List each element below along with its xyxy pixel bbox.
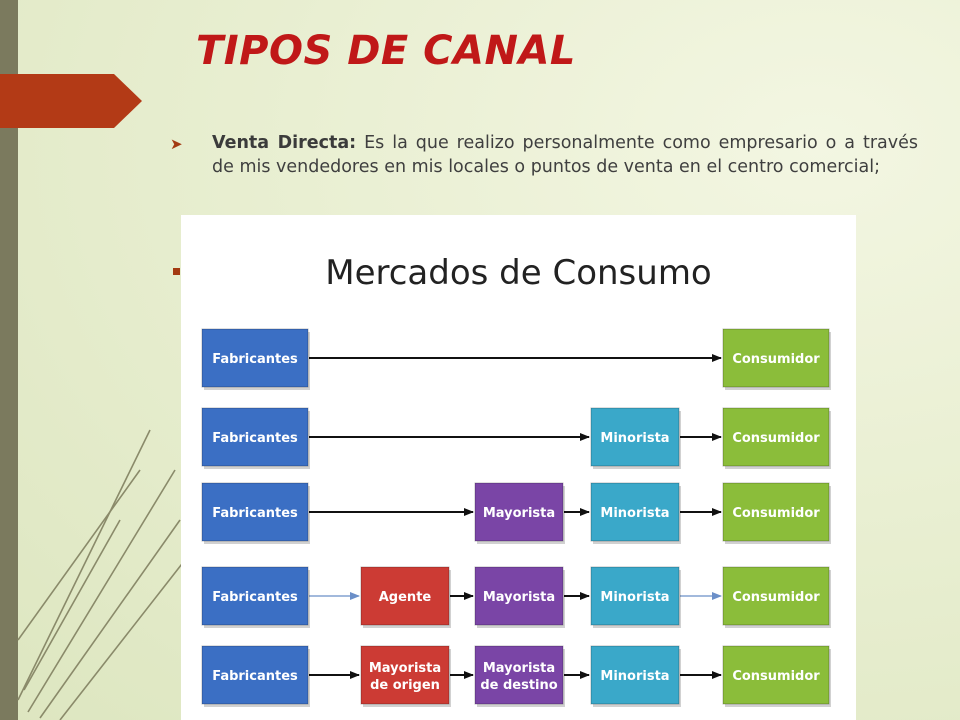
node-box [590, 407, 680, 467]
node-label: Mayorista [483, 590, 555, 605]
node-consumidor-row5: Consumidor [722, 645, 831, 707]
node-box [201, 328, 309, 388]
node-minorista-row3: Minorista [590, 482, 681, 544]
node-label: de origen [370, 678, 440, 693]
node-consumidor-row1: Consumidor [722, 328, 831, 390]
node-minorista-row5: Minorista [590, 645, 681, 707]
node-mayorista-row3: Mayorista [474, 482, 565, 544]
diagram-title: Mercados de Consumo [325, 253, 712, 293]
node-box [201, 407, 309, 467]
node-box [360, 566, 450, 626]
venta-directa-text: Es la que realizo personalmente como emp… [212, 133, 918, 177]
bullet-square-icon [173, 268, 180, 275]
node-box [722, 566, 830, 626]
node-box [201, 645, 309, 705]
node-fabricantes-row5: Fabricantes [201, 645, 310, 707]
node-label: Minorista [600, 590, 669, 605]
node-box [590, 482, 680, 542]
node-box [474, 645, 564, 705]
node-box [722, 407, 830, 467]
node-consumidor-row3: Consumidor [722, 482, 831, 544]
slide-title: TIPOS DE CANAL [196, 28, 576, 74]
node-box [722, 482, 830, 542]
node-label: Mayorista [483, 661, 555, 676]
node-label: Minorista [600, 506, 669, 521]
node-box [360, 645, 450, 705]
node-mayorista-de-destino-row5: Mayorista de destino [474, 645, 565, 707]
node-fabricantes-row3: Fabricantes [201, 482, 310, 544]
node-fabricantes-row2: Fabricantes [201, 407, 310, 469]
node-consumidor-row2: Consumidor [722, 407, 831, 469]
node-consumidor-row4: Consumidor [722, 566, 831, 628]
left-accent-bar [0, 0, 18, 720]
bullet-arrow-icon: ➤ [170, 135, 183, 153]
node-label: Fabricantes [212, 506, 298, 521]
node-label: Fabricantes [212, 590, 298, 605]
node-box [201, 566, 309, 626]
node-label: Consumidor [732, 590, 820, 605]
node-box [590, 645, 680, 705]
node-mayorista-de-origen-row5: Mayorista de origen [360, 645, 451, 707]
node-minorista-row4: Minorista [590, 566, 681, 628]
node-box [722, 645, 830, 705]
node-fabricantes-row4: Fabricantes [201, 566, 310, 628]
node-label: Mayorista [483, 506, 555, 521]
node-minorista-row2: Minorista [590, 407, 681, 469]
node-label: Consumidor [732, 506, 820, 521]
decorative-lines [17, 429, 186, 720]
node-fabricantes-row1: Fabricantes [201, 328, 310, 390]
venta-directa-paragraph: Venta Directa: Es la que realizo persona… [212, 131, 918, 217]
node-agente-row4: Agente [360, 566, 451, 628]
node-label: Minorista [600, 431, 669, 446]
node-label: Consumidor [732, 431, 820, 446]
node-box [474, 566, 564, 626]
node-box [722, 328, 830, 388]
node-label: Mayorista [369, 661, 441, 676]
node-label: Minorista [600, 669, 669, 684]
node-label: de destino [480, 678, 557, 693]
node-box [474, 482, 564, 542]
node-label: Agente [379, 590, 432, 605]
node-mayorista-row4: Mayorista [474, 566, 565, 628]
node-label: Fabricantes [212, 431, 298, 446]
node-label: Consumidor [732, 352, 820, 367]
node-box [590, 566, 680, 626]
node-box [201, 482, 309, 542]
node-label: Fabricantes [212, 669, 298, 684]
venta-directa-term: Venta Directa: [212, 133, 357, 153]
node-label: Consumidor [732, 669, 820, 684]
red-tab-shape [0, 74, 142, 128]
node-label: Fabricantes [212, 352, 298, 367]
